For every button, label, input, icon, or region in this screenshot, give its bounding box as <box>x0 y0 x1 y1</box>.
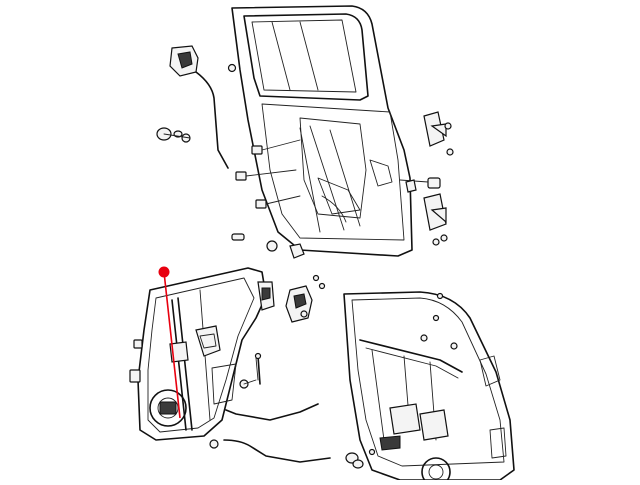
lock-cylinder-parts <box>156 127 191 143</box>
control-rods <box>223 403 331 463</box>
door-hinges <box>399 111 454 246</box>
door-clips <box>231 139 305 259</box>
outside-handle <box>169 45 237 169</box>
door-latch <box>285 274 326 323</box>
door-inner-panel-detail <box>343 291 515 485</box>
loose-fasteners <box>254 352 376 469</box>
callout-marker <box>158 266 181 419</box>
rear-door-frame-top <box>231 5 413 257</box>
window-regulator-assembly <box>129 267 275 449</box>
